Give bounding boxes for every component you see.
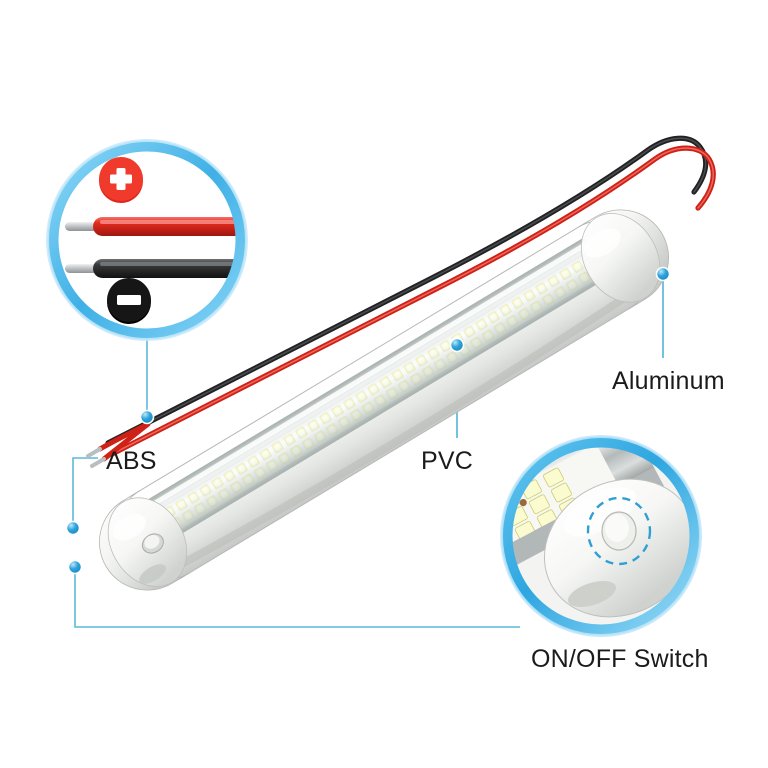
- label-onoff-switch: ON/OFF Switch: [531, 645, 709, 673]
- pvc-callout-dot: [449, 337, 465, 353]
- switch-button-highlight: [586, 496, 652, 566]
- switch-callout-dot: [67, 559, 83, 575]
- switch-circle-ring-outer: [500, 435, 702, 637]
- label-pvc: PVC: [421, 447, 474, 475]
- aluminum-callout-dot: [655, 266, 671, 282]
- negative-terminal-badge: [107, 278, 151, 324]
- abs-callout-dot: [65, 520, 81, 536]
- red-wire-highlight: [111, 147, 714, 455]
- black-wire-tip: [65, 264, 99, 273]
- switch-detail-circle[interactable]: [437, 407, 720, 643]
- wire-tip-a: [86, 447, 102, 458]
- red-wire-split-b: [101, 421, 151, 462]
- led-light-bar: [99, 209, 669, 591]
- wiring-detail-circle[interactable]: [46, 139, 249, 341]
- red-wire-tip: [65, 222, 99, 231]
- callout-dots: [65, 266, 671, 575]
- wiring-callout-dot: [139, 409, 155, 425]
- black-wire-sample: [65, 259, 239, 278]
- black-wire-highlight: [107, 137, 707, 444]
- mounting-slot: [139, 564, 166, 584]
- wiring-circle-ring-outer: [46, 139, 248, 341]
- magnified-mounting-slot: [567, 580, 617, 608]
- wire-tip-b: [90, 457, 106, 468]
- abs-leader-line: [72, 457, 98, 528]
- switch-leader-line: [74, 567, 520, 628]
- pvc-cover-highlight: [131, 231, 606, 519]
- end-cap-left: [99, 490, 190, 591]
- switch-circle-ring: [501, 436, 701, 636]
- power-wire-harness: [86, 135, 716, 468]
- housing-bottom-shade: [172, 290, 633, 572]
- magnified-end-cap: [543, 478, 693, 618]
- wiring-detail-content: [65, 157, 239, 324]
- wiring-circle-ring: [47, 140, 247, 340]
- label-abs: ABS: [106, 447, 157, 475]
- red-wire-sample: [65, 217, 239, 236]
- label-aluminum: Aluminum: [612, 367, 725, 395]
- end-cap-right: [578, 209, 669, 310]
- positive-terminal-badge: [99, 157, 143, 203]
